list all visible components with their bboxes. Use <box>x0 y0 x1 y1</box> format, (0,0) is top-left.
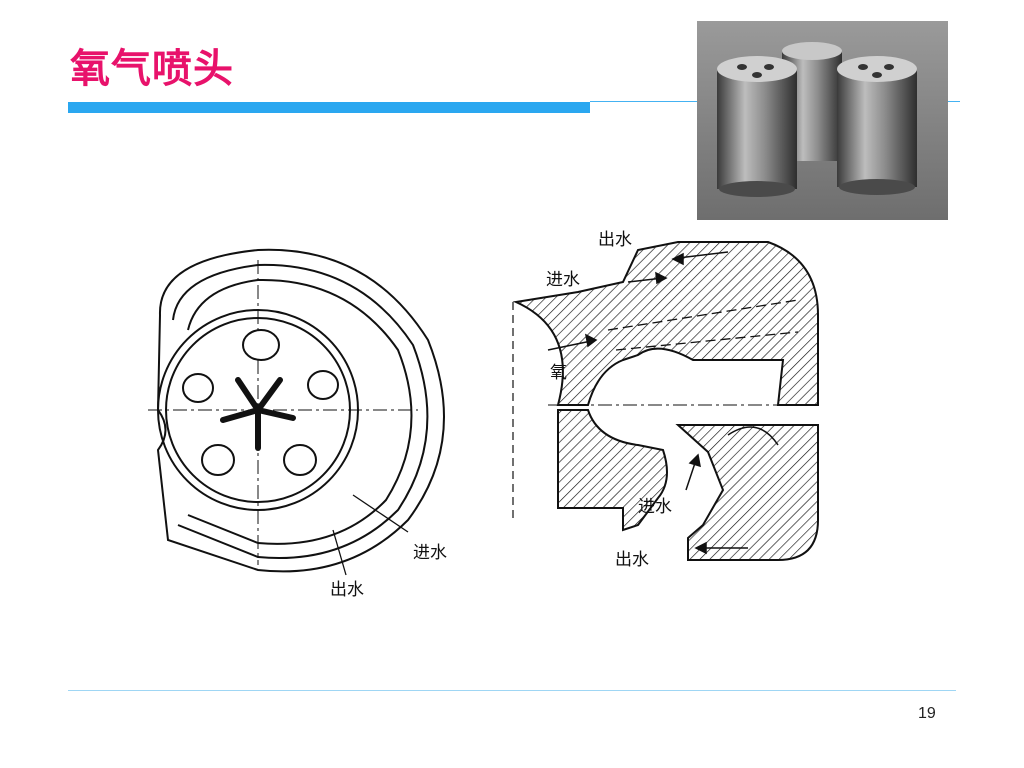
lance-nozzle-diagram: 进水 出水 出水 进水 氧 进水 出水 <box>148 230 823 600</box>
label-left-water-in: 进水 <box>413 543 447 563</box>
label-left-water-out: 出水 <box>330 580 364 600</box>
end-view-drawing <box>148 248 445 576</box>
lance-head-photo <box>697 21 948 220</box>
label-right-water-out-bottom: 出水 <box>615 550 649 570</box>
label-right-water-in-bottom: 进水 <box>638 497 672 517</box>
cross-section-drawing <box>512 241 823 561</box>
slide-title: 氧气喷头 <box>70 46 234 92</box>
label-right-water-out-top: 出水 <box>598 230 632 250</box>
label-right-oxygen: 氧 <box>550 363 567 383</box>
label-right-water-in-top: 进水 <box>546 270 580 290</box>
title-accent-bar <box>68 102 590 113</box>
page-number: 19 <box>918 705 936 722</box>
footer-divider <box>68 690 956 691</box>
